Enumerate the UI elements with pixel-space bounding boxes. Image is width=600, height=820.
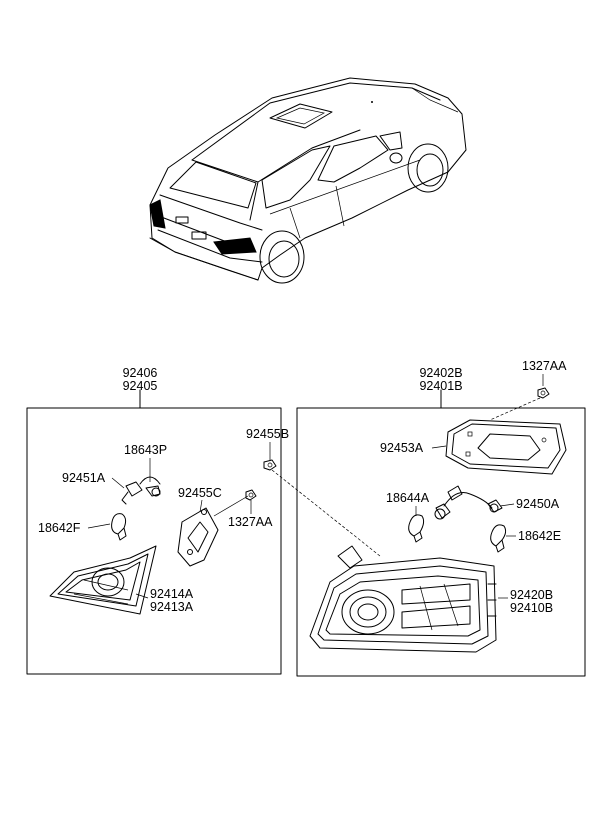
label-92410B: 92410B [510, 601, 553, 615]
left-assembly-group: 92406 92405 18643P 92451A 18642F 92455C [26, 366, 282, 675]
left-assembly-frame [26, 407, 282, 675]
label-1327AA-center: 1327AA [228, 515, 273, 529]
bulb-socket-wiring-icon [121, 476, 161, 505]
hex-nut-icon [537, 387, 550, 399]
right-assembly-label-2: 92401B [419, 379, 462, 393]
label-92413A: 92413A [150, 600, 194, 614]
left-assembly-label-1: 92406 [123, 366, 158, 380]
label-92451A: 92451A [62, 471, 106, 485]
inner-tail-lamp-icon [49, 545, 157, 615]
bulb-icon [111, 513, 127, 541]
label-92420B: 92420B [510, 588, 553, 602]
label-18644A: 18644A [386, 491, 430, 505]
label-92455B: 92455B [246, 427, 289, 441]
label-18642F: 18642F [38, 521, 81, 535]
bulb-socket-wiring-icon [434, 485, 503, 520]
hex-nut-icon [263, 459, 277, 471]
center-parts-group: 92455B 1327AA [228, 427, 381, 557]
gasket-icon [177, 507, 219, 567]
right-assembly-group: 92402B 92401B 1327AA 92453A 18644A [296, 359, 586, 677]
sedan-rear-view-icon [149, 77, 467, 284]
label-92455C: 92455C [178, 486, 222, 500]
gasket-icon [445, 419, 567, 475]
label-92450A: 92450A [516, 497, 560, 511]
hex-nut-icon [245, 489, 257, 501]
bulb-icon [490, 524, 507, 553]
label-92453A: 92453A [380, 441, 424, 455]
bulb-icon [408, 514, 425, 543]
label-92414A: 92414A [150, 587, 194, 601]
label-18642E: 18642E [518, 529, 561, 543]
outer-tail-lamp-icon [309, 545, 497, 653]
left-assembly-label-2: 92405 [123, 379, 158, 393]
label-1327AA-top: 1327AA [522, 359, 567, 373]
label-18643P: 18643P [124, 443, 167, 457]
right-assembly-label-1: 92402B [419, 366, 462, 380]
